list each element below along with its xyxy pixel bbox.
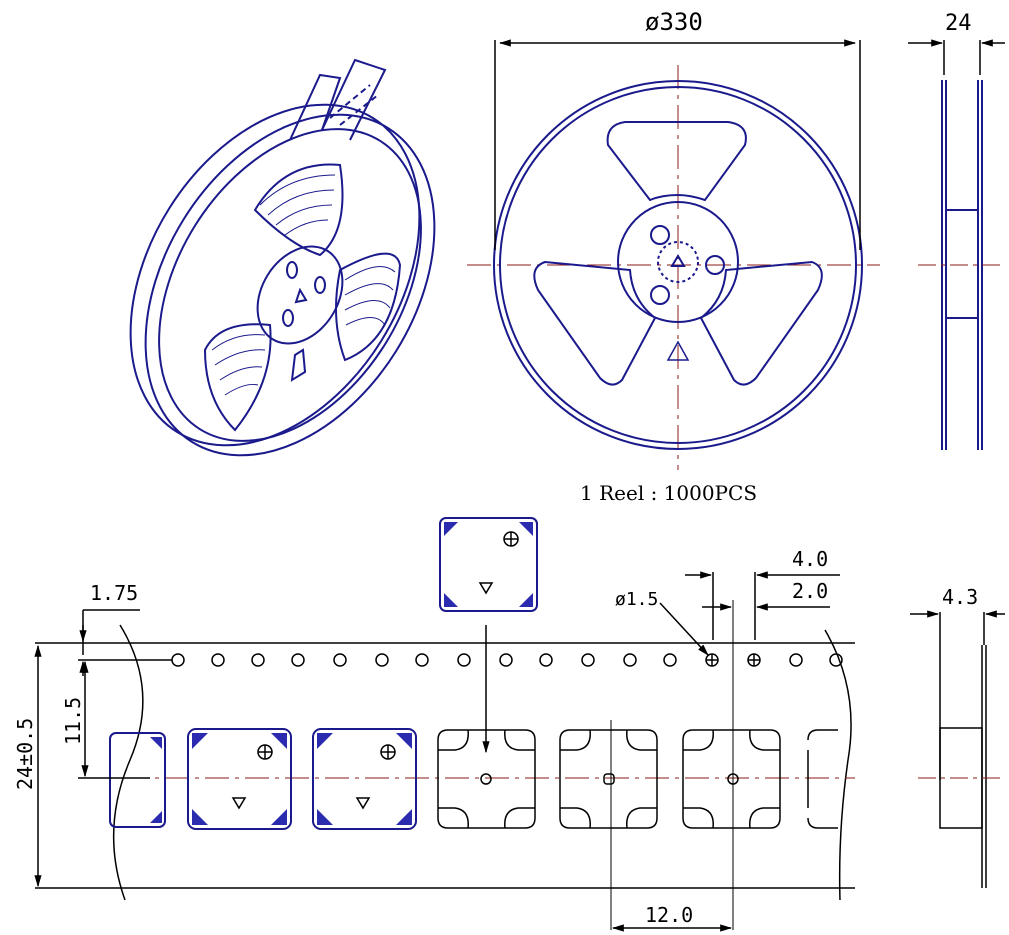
reel-hub-core	[657, 241, 699, 283]
reel-isometric-view	[129, 58, 436, 457]
reel-window-left-front	[533, 260, 657, 386]
recycle-mark-iso	[290, 348, 307, 382]
reel-side-view: 24	[908, 11, 1005, 450]
dim-hole-pitch: 4.0	[792, 547, 828, 571]
sprocket-hole	[211, 653, 225, 667]
filled-pockets	[109, 728, 417, 830]
recycle-mark-front	[666, 340, 690, 361]
reel-back-rim	[129, 103, 421, 447]
hub-hole-3	[282, 309, 294, 327]
pocket-filled	[312, 728, 417, 830]
sprocket-hole	[457, 653, 471, 667]
empty-pockets	[437, 729, 838, 829]
reel-hub-front	[617, 201, 739, 323]
sprocket-hole	[829, 653, 843, 667]
tape-break-right	[824, 629, 852, 901]
sprocket-hole	[663, 653, 677, 667]
reel-centerlines	[467, 65, 880, 470]
part-top-view	[439, 517, 538, 612]
reel-diameter-dimension	[494, 39, 861, 250]
sprocket-hole	[623, 653, 637, 667]
part-polarity-marks	[231, 744, 396, 810]
sprocket-hole	[171, 653, 185, 667]
tape-leader	[289, 73, 342, 141]
triangle-mark	[355, 797, 371, 810]
tape-leader-strip	[321, 58, 387, 141]
dim-hole-to-pocket: 2.0	[792, 579, 828, 603]
reel-front-rim	[144, 113, 436, 457]
tape-break-left	[112, 624, 144, 901]
sprocket-hole	[251, 653, 265, 667]
dim-tape-thickness: 4.3	[942, 585, 978, 609]
hub-hole-bottom	[650, 285, 670, 305]
sprocket-hole	[291, 653, 305, 667]
sprocket-hole	[581, 653, 595, 667]
tape-side-view: 4.3	[918, 585, 1000, 888]
reel-hub	[256, 245, 344, 345]
reel-window-top	[253, 163, 344, 257]
dim-pocket-pitch: 12.0	[645, 903, 693, 927]
reel-width-label: 24	[945, 11, 972, 36]
sprocket-hole	[539, 653, 553, 667]
sprocket-hole	[415, 653, 429, 667]
empty-pocket	[682, 729, 781, 829]
sprocket-hole	[789, 653, 803, 667]
reel-diameter-label: ø330	[645, 8, 703, 36]
pocket-corner-pads	[150, 733, 412, 825]
reel-window-right-front	[699, 260, 823, 386]
carrier-tape-view: 1.75 4.0 2.0 ø1.5 11.5 24±0.5 12.0	[13, 517, 1005, 932]
empty-pocket	[559, 729, 658, 829]
sprocket-hole	[333, 653, 347, 667]
reel-window-right	[335, 252, 402, 362]
hub-hole-1	[286, 261, 298, 279]
reel-side-hub	[945, 209, 979, 319]
sprocket-holes	[171, 653, 843, 667]
hub-hole-right	[705, 255, 725, 275]
part-top-pads	[444, 522, 533, 607]
reel-window-top-front	[606, 121, 747, 202]
hub-hole-2	[314, 276, 326, 294]
empty-pocket-partial	[807, 729, 838, 829]
reel-front-view: ø330	[467, 8, 880, 470]
dim-hole-diameter: ø1.5	[615, 589, 658, 610]
reel-capacity-caption: 1 Reel : 1000PCS	[580, 481, 757, 505]
reel-window-bottom	[203, 323, 272, 432]
tape-leader-pockets	[329, 84, 379, 126]
pocket-partial-left	[109, 732, 166, 828]
reel-outer-flange-inner	[499, 86, 857, 444]
reel-outer-flange	[493, 80, 863, 450]
triangle-mark	[231, 797, 247, 810]
sprocket-hole	[375, 653, 389, 667]
dim-hole-to-pocket-center: 11.5	[61, 697, 85, 745]
dim-edge-to-hole: 1.75	[90, 581, 138, 605]
hub-hole-top	[650, 225, 670, 245]
reel-width-dimension	[908, 39, 1005, 75]
triangle-mark	[478, 582, 494, 595]
hub-center-triangle	[670, 254, 686, 267]
dim-tape-width: 24±0.5	[13, 718, 37, 790]
pocket-filled	[187, 728, 292, 830]
reel-window-hatching	[211, 174, 396, 396]
tape-edges	[35, 624, 855, 901]
reel-inner-rim	[158, 128, 422, 442]
hub-triangle	[294, 287, 308, 304]
sprocket-hole	[499, 653, 513, 667]
